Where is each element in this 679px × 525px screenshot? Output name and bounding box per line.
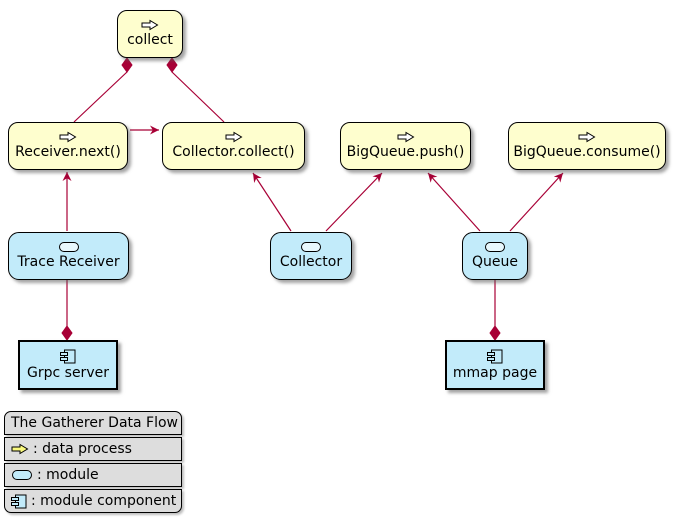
module-icon: [300, 241, 322, 253]
edge-collector-bigqueue-push: [325, 172, 383, 232]
node-collector-collect: Collector.collect(): [162, 122, 305, 170]
node-collect: collect: [117, 10, 183, 58]
module-icon: [11, 469, 33, 481]
legend: The Gatherer Data Flow : data process : …: [4, 411, 182, 513]
data-process-icon: [59, 131, 77, 143]
node-collector: Collector: [270, 232, 352, 280]
node-label: mmap page: [452, 364, 538, 381]
legend-title-text: The Gatherer Data Flow: [11, 415, 178, 431]
module-component-icon: [11, 494, 27, 509]
data-process-icon: [141, 19, 159, 31]
composition-diamond: [166, 57, 178, 73]
module-icon: [484, 241, 506, 253]
module-component-icon: [60, 349, 76, 364]
legend-entry-label: : module component: [31, 493, 177, 509]
data-process-icon: [11, 443, 29, 455]
legend-title: The Gatherer Data Flow: [4, 411, 182, 435]
module-icon: [58, 241, 80, 253]
data-process-icon: [225, 131, 243, 143]
node-label: collect: [127, 32, 173, 49]
edge-queue-bigqueue-push: [427, 172, 481, 232]
composition-diamond: [121, 57, 133, 73]
data-process-icon: [397, 131, 415, 143]
node-label: BigQueue.consume(): [513, 144, 661, 161]
module-component-icon: [487, 349, 503, 364]
edge-collect-receiver-next: [73, 71, 128, 123]
composition-diamond: [61, 325, 73, 341]
node-label: Receiver.next(): [15, 144, 121, 161]
node-label: Collector.collect(): [172, 144, 295, 161]
node-label: Trace Receiver: [17, 254, 120, 271]
legend-entry-module: : module: [4, 463, 182, 487]
legend-entry-label: : module: [37, 467, 99, 483]
node-bigqueue-push: BigQueue.push(): [340, 122, 471, 170]
node-grpc-server: Grpc server: [18, 340, 118, 390]
legend-entry-data-process: : data process: [4, 437, 182, 461]
edge-queue-bigqueue-consume: [509, 172, 564, 232]
legend-entry-label: : data process: [33, 441, 132, 457]
edge-collect-collector-collect: [171, 71, 225, 123]
node-label: Queue: [472, 254, 518, 271]
node-queue: Queue: [462, 232, 528, 280]
node-receiver-next: Receiver.next(): [8, 122, 128, 170]
node-trace-receiver: Trace Receiver: [8, 232, 129, 280]
node-bigqueue-consume: BigQueue.consume(): [508, 122, 666, 170]
node-mmap-page: mmap page: [445, 340, 545, 390]
node-label: Collector: [279, 254, 343, 271]
composition-diamond: [489, 325, 501, 341]
edge-collector-collector-collect: [252, 172, 292, 232]
node-label: Grpc server: [27, 364, 109, 381]
data-process-icon: [578, 131, 596, 143]
legend-entry-module-component: : module component: [4, 489, 182, 513]
node-label: BigQueue.push(): [346, 144, 465, 161]
